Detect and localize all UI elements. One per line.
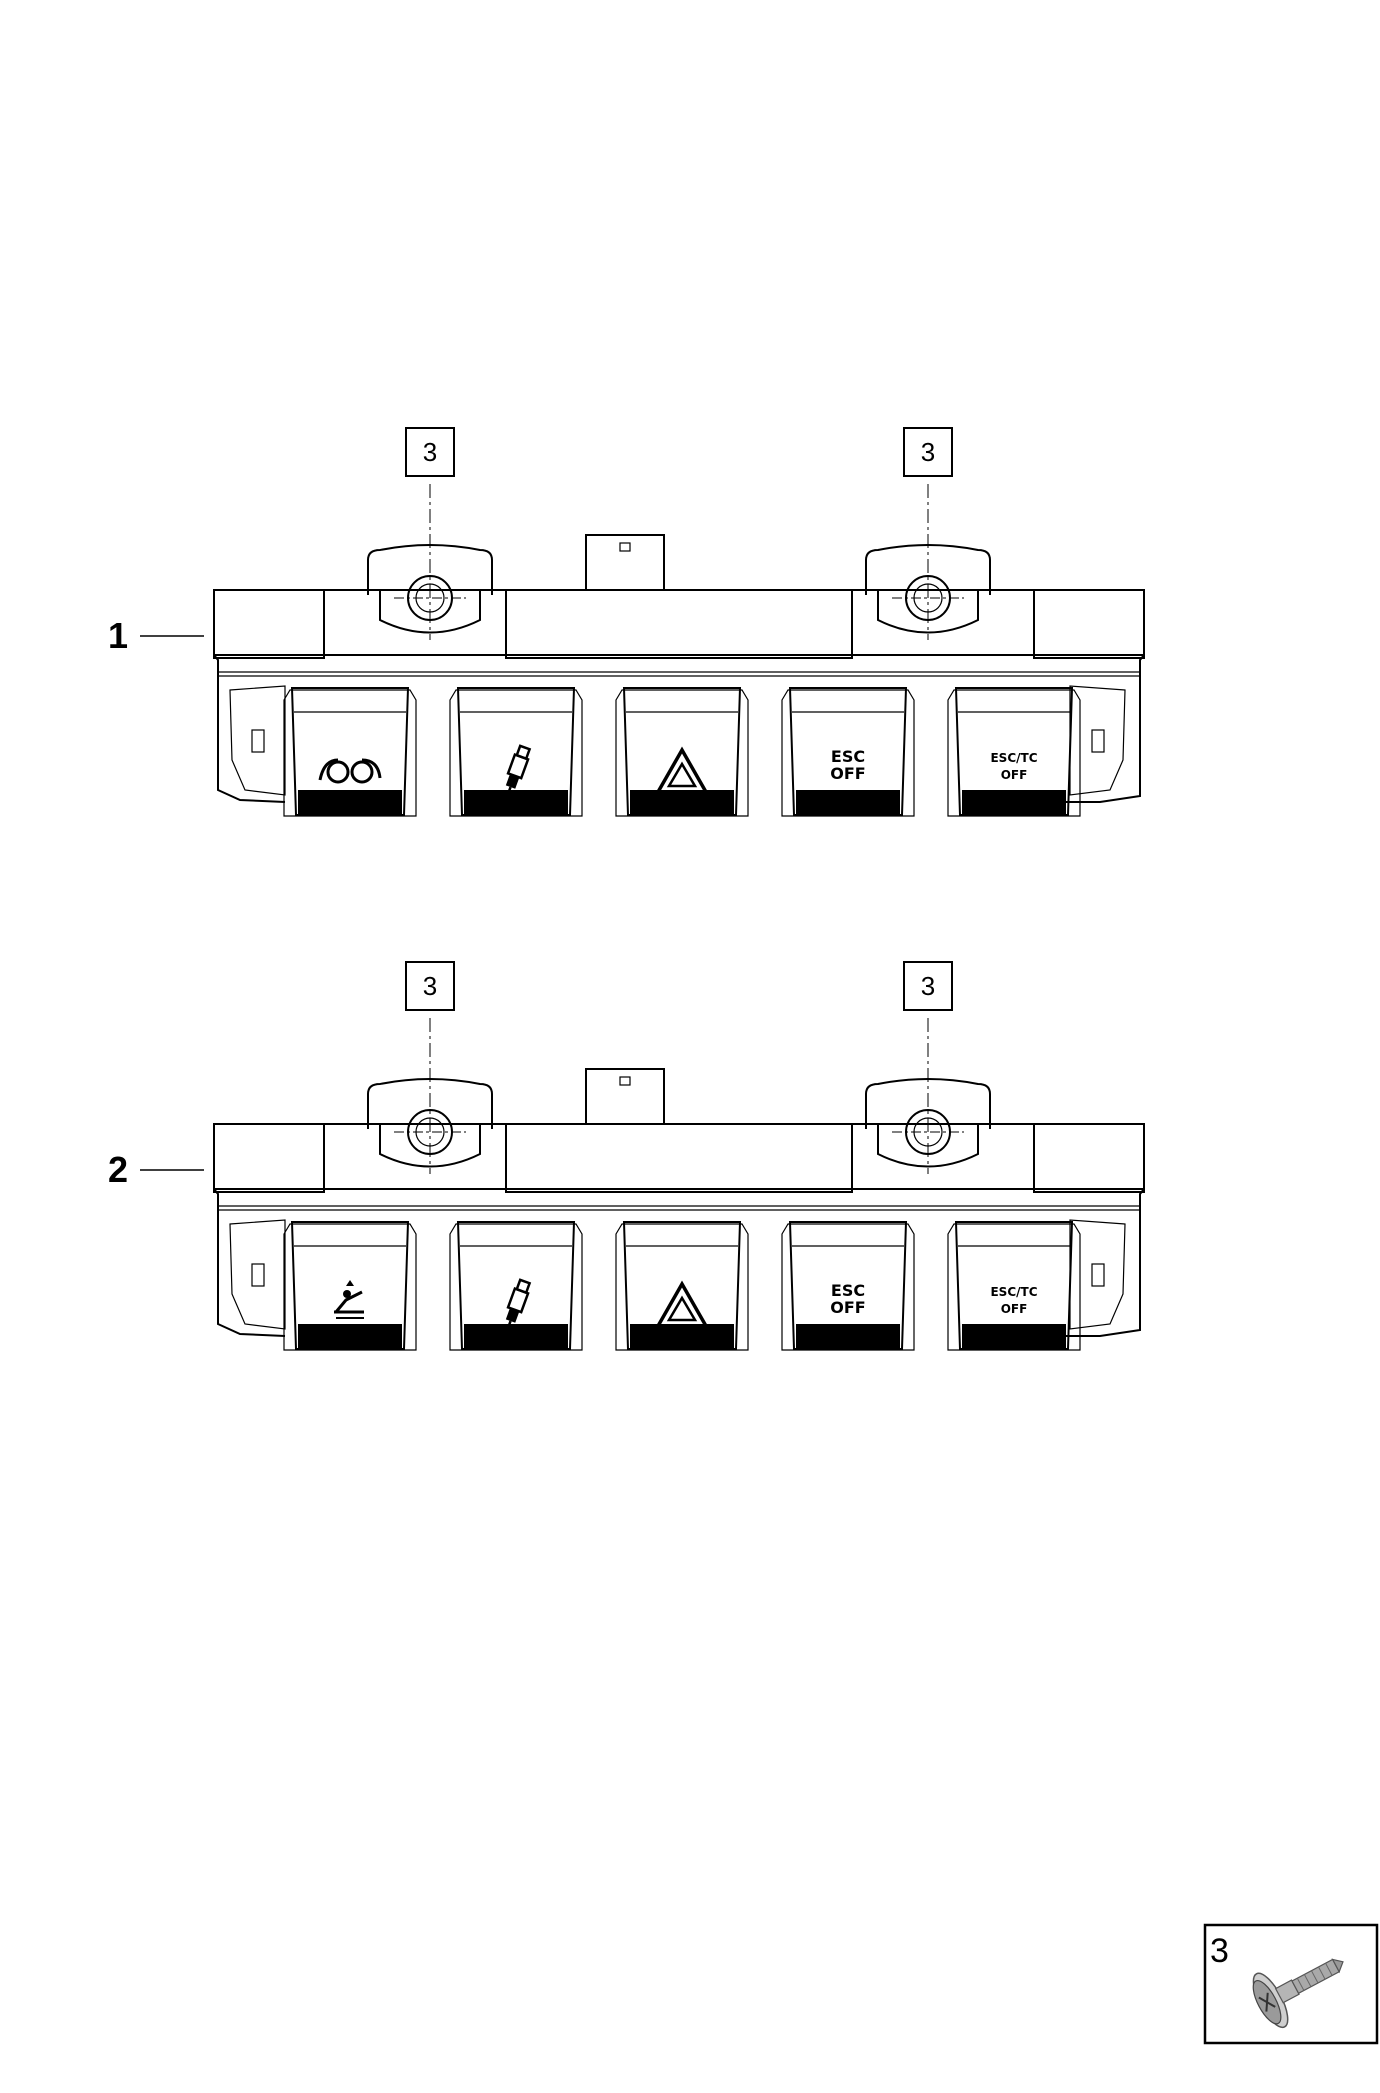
left-clip: [251, 729, 265, 753]
callout-label: 3: [921, 437, 935, 467]
left-clip: [251, 1263, 265, 1287]
item-number-label: 2: [108, 1149, 128, 1190]
switch-button: ESC/TC OFF: [947, 1221, 1081, 1351]
indicator-strip: [962, 790, 1066, 814]
connector-slot: [619, 1076, 631, 1086]
screw-icon: [1252, 1958, 1344, 2029]
button-face: [788, 687, 908, 816]
switch-button: ESC/TC OFF: [947, 687, 1081, 817]
connector-slot: [619, 542, 631, 552]
switch-button: [283, 687, 417, 817]
left-recess: [229, 1219, 286, 1330]
indicator-strip: [630, 790, 734, 814]
button-label: OFF: [1001, 768, 1028, 782]
center-panel: [505, 589, 853, 659]
connector-tab: [585, 534, 665, 590]
callout-box: [405, 427, 455, 477]
button-label: ESC: [831, 1281, 865, 1300]
mounting-boss: 3: [367, 427, 493, 640]
button-face: [456, 687, 576, 816]
connector-tab: [585, 1068, 665, 1124]
switch-button: [449, 1221, 583, 1351]
indicator-strip: [962, 1324, 1066, 1348]
right-recess: [1069, 685, 1126, 796]
center-panel: [505, 1123, 853, 1193]
callout-label: 3: [921, 971, 935, 1001]
button-face: [954, 1221, 1074, 1350]
button-face: [622, 1221, 742, 1350]
switch-button: [615, 687, 749, 817]
button-label: ESC/TC: [990, 751, 1037, 765]
right-end-block: [1033, 589, 1145, 659]
item-number-label: 1: [108, 615, 128, 656]
left-end-block: [213, 589, 325, 659]
tire-pressure-icon: [318, 758, 382, 784]
hazard-warning-icon: [654, 746, 710, 794]
left-recess: [229, 685, 286, 796]
button-face: [456, 1221, 576, 1350]
mounting-boss: 3: [367, 961, 493, 1174]
switch-button: [615, 1221, 749, 1351]
button-label: ESC/TC: [990, 1285, 1037, 1299]
button-face: [788, 1221, 908, 1350]
indicator-strip: [630, 1324, 734, 1348]
suspension-height-icon: [334, 1280, 364, 1330]
button-label: OFF: [830, 1298, 865, 1317]
button-face: [622, 687, 742, 816]
indicator-strip: [298, 790, 402, 814]
button-face: [954, 687, 1074, 816]
indicator-strip: [464, 790, 568, 814]
inset-label: 3: [1210, 1932, 1229, 1970]
mounting-boss: 3: [865, 961, 991, 1174]
right-end-block: [1033, 1123, 1145, 1193]
right-recess: [1069, 1219, 1126, 1330]
fastener-inset: 3: [1203, 1923, 1379, 2045]
button-face: [290, 1221, 410, 1350]
switch-button: [449, 687, 583, 817]
indicator-strip: [464, 1324, 568, 1348]
glow-plug-icon: [505, 1278, 532, 1331]
callout-box: [903, 427, 953, 477]
switch-button: [283, 1221, 417, 1351]
callout-label: 3: [423, 971, 437, 1001]
mounting-boss: 3: [865, 427, 991, 640]
button-label: ESC: [831, 747, 865, 766]
callout-label: 3: [423, 437, 437, 467]
right-clip: [1091, 729, 1105, 753]
indicator-strip: [796, 790, 900, 814]
button-label: OFF: [830, 764, 865, 783]
callout-box: [903, 961, 953, 1011]
callout-box: [405, 961, 455, 1011]
right-clip: [1091, 1263, 1105, 1287]
button-label: OFF: [1001, 1302, 1028, 1316]
indicator-strip: [796, 1324, 900, 1348]
hazard-warning-icon: [654, 1280, 710, 1328]
button-face: [290, 687, 410, 816]
glow-plug-icon: [505, 744, 532, 797]
left-end-block: [213, 1123, 325, 1193]
